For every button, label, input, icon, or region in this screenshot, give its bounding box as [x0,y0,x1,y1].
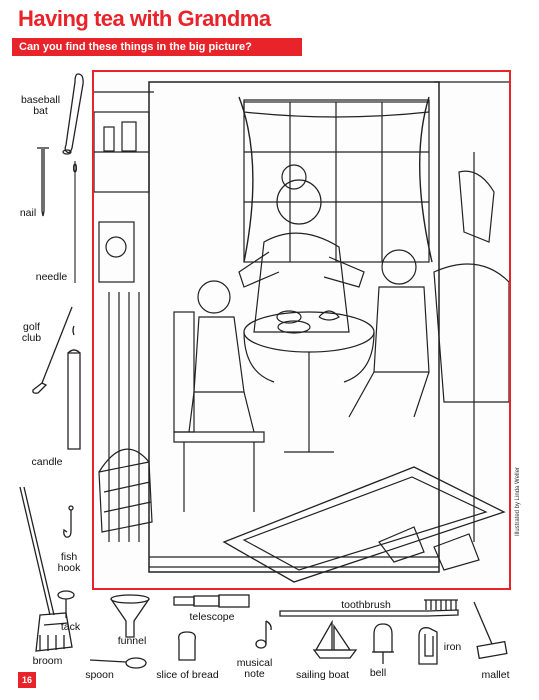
illustrator-credit: Illustrated by Linda Weller [515,467,521,536]
bell-label: bell [369,667,387,679]
nail-icon [37,147,49,217]
mallet-icon [473,601,508,660]
candle-icon [67,325,81,450]
instruction-banner: Can you find these things in the big pic… [12,38,302,56]
needle-icon [72,161,78,283]
broom-label: broom [32,655,63,667]
golf-club-label: golf club [21,321,42,344]
fish-hook-label: fish hook [57,551,81,574]
baseball-bat-icon [62,73,84,155]
iron-icon [418,627,438,665]
telescope-label: telescope [189,611,235,623]
bell-icon [372,623,394,664]
tea-scene-drawing [94,81,509,583]
mallet-label: mallet [481,669,510,681]
needle-label: needle [35,271,68,283]
page-number: 16 [18,672,36,688]
toothbrush-label: toothbrush [341,599,391,611]
golf-club-icon [32,306,73,394]
musical-note-icon [255,620,272,649]
sailing-boat-label: sailing boat [295,669,350,681]
sailing-boat-icon [312,620,358,659]
musical-note-label: musical note [236,657,273,680]
funnel-icon [110,594,150,638]
tack-icon [57,590,75,618]
slice-of-bread-icon [178,631,196,661]
slice-of-bread-label: slice of bread [156,669,219,681]
broom-icon [19,486,73,652]
baseball-bat-label: baseball bat [20,94,61,117]
spoon-icon [89,657,147,669]
candle-label: candle [31,456,63,468]
fish-hook-icon [63,505,74,538]
toothbrush-icon [279,599,459,617]
hidden-picture-scene[interactable] [92,70,511,590]
spoon-label: spoon [85,669,114,681]
telescope-icon [173,594,250,608]
nail-label: nail [19,207,37,219]
iron-label: iron [443,641,462,653]
page-title: Having tea with Grandma [18,6,271,31]
tack-label: tack [60,621,81,633]
funnel-label: funnel [117,635,147,647]
